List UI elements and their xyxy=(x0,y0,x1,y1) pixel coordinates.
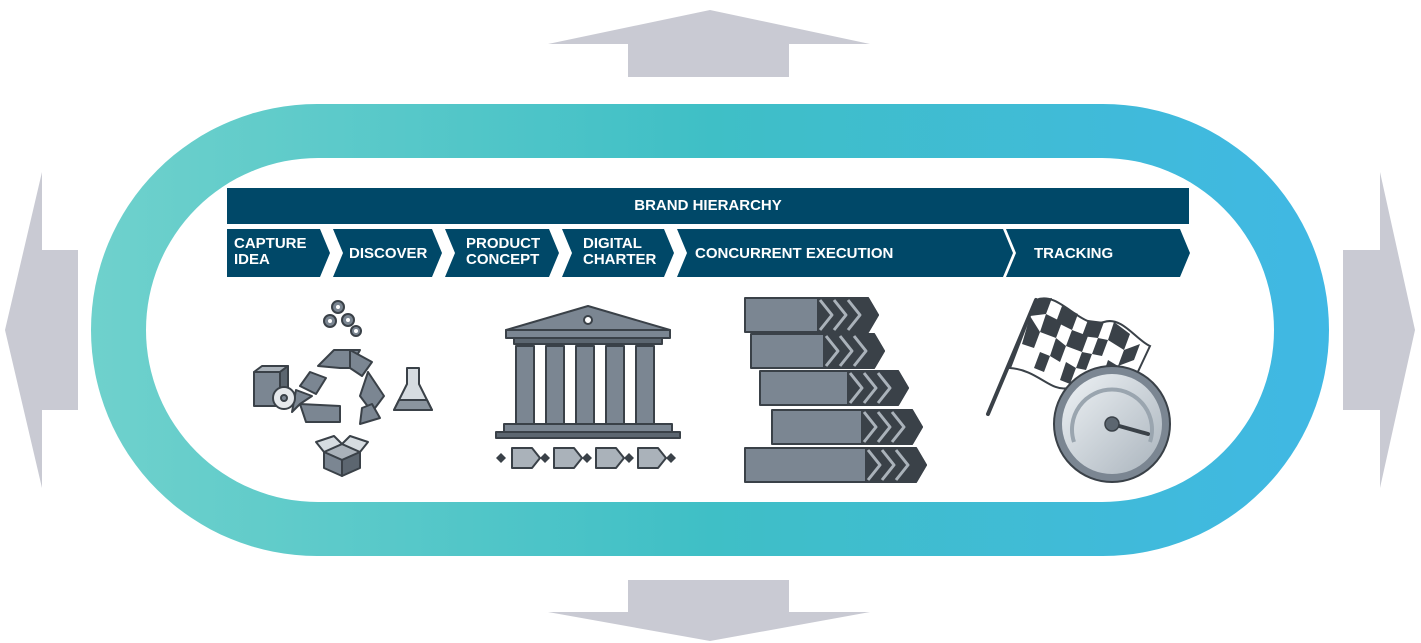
stage-label-product-concept: PRODUCT CONCEPT xyxy=(466,235,541,268)
stage-concurrent-execution xyxy=(677,229,1013,277)
header-title: BRAND HIERARCHY xyxy=(634,197,782,214)
stage-label-tracking: TRACKING xyxy=(1034,245,1114,262)
stage-label-concurrent-execution: CONCURRENT EXECUTION xyxy=(695,245,894,262)
stage-product-concept xyxy=(445,229,559,277)
down-arrow xyxy=(548,580,870,641)
stage-tracking xyxy=(1006,229,1190,277)
stacked-arrows-icon xyxy=(744,297,927,483)
brand-hierarchy-bar xyxy=(227,188,1189,224)
up-arrow xyxy=(548,10,870,77)
stage-label-digital-charter: DIGITAL CHARTER xyxy=(583,235,657,268)
pillars-process-icon xyxy=(495,305,681,469)
stage-label-discover: DISCOVER xyxy=(349,245,428,262)
recycle-cycle-icon xyxy=(253,300,433,477)
left-arrow xyxy=(5,172,78,488)
stage-capture-idea xyxy=(227,229,330,277)
stage-discover xyxy=(333,229,442,277)
checkered-flag-gauge-icon xyxy=(986,297,1171,483)
right-arrow xyxy=(1343,172,1415,488)
stage-digital-charter xyxy=(562,229,674,277)
stage-label-capture-idea: CAPTURE IDEA xyxy=(234,235,307,268)
